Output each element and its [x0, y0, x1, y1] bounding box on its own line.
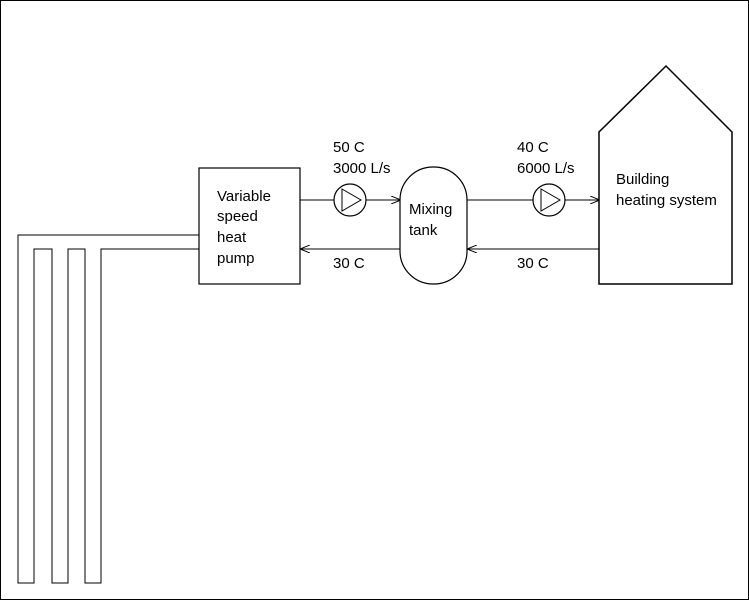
mixing-tank-label-2: tank	[409, 222, 438, 239]
ground-loop	[17, 234, 199, 584]
heat-pump-label-3: heat	[217, 229, 247, 246]
loop1-return-temp: 30 C	[333, 255, 365, 272]
heat-pump-label-1: Variable	[217, 188, 271, 205]
loop2-supply-flow: 6000 L/s	[517, 160, 575, 177]
building-label-1: Building	[616, 171, 669, 188]
mixing-tank-label-1: Mixing	[409, 201, 452, 218]
mixing-tank	[399, 166, 468, 285]
loop1-supply-flow: 3000 L/s	[333, 160, 391, 177]
building-shape	[598, 64, 733, 285]
loop1-pump-triangle	[341, 188, 362, 212]
loop2-return-temp: 30 C	[517, 255, 549, 272]
heat-pump-label-4: pump	[217, 250, 255, 267]
loop2-supply-temp: 40 C	[517, 139, 549, 156]
heat-pump-box	[198, 167, 301, 285]
heat-pump-label-2: speed	[217, 208, 258, 225]
loop2-pump-triangle	[540, 188, 561, 212]
loop1-supply-temp: 50 C	[333, 139, 365, 156]
ground-loop-outer-pipe	[17, 234, 199, 584]
building-label-2: heating system	[616, 192, 717, 209]
